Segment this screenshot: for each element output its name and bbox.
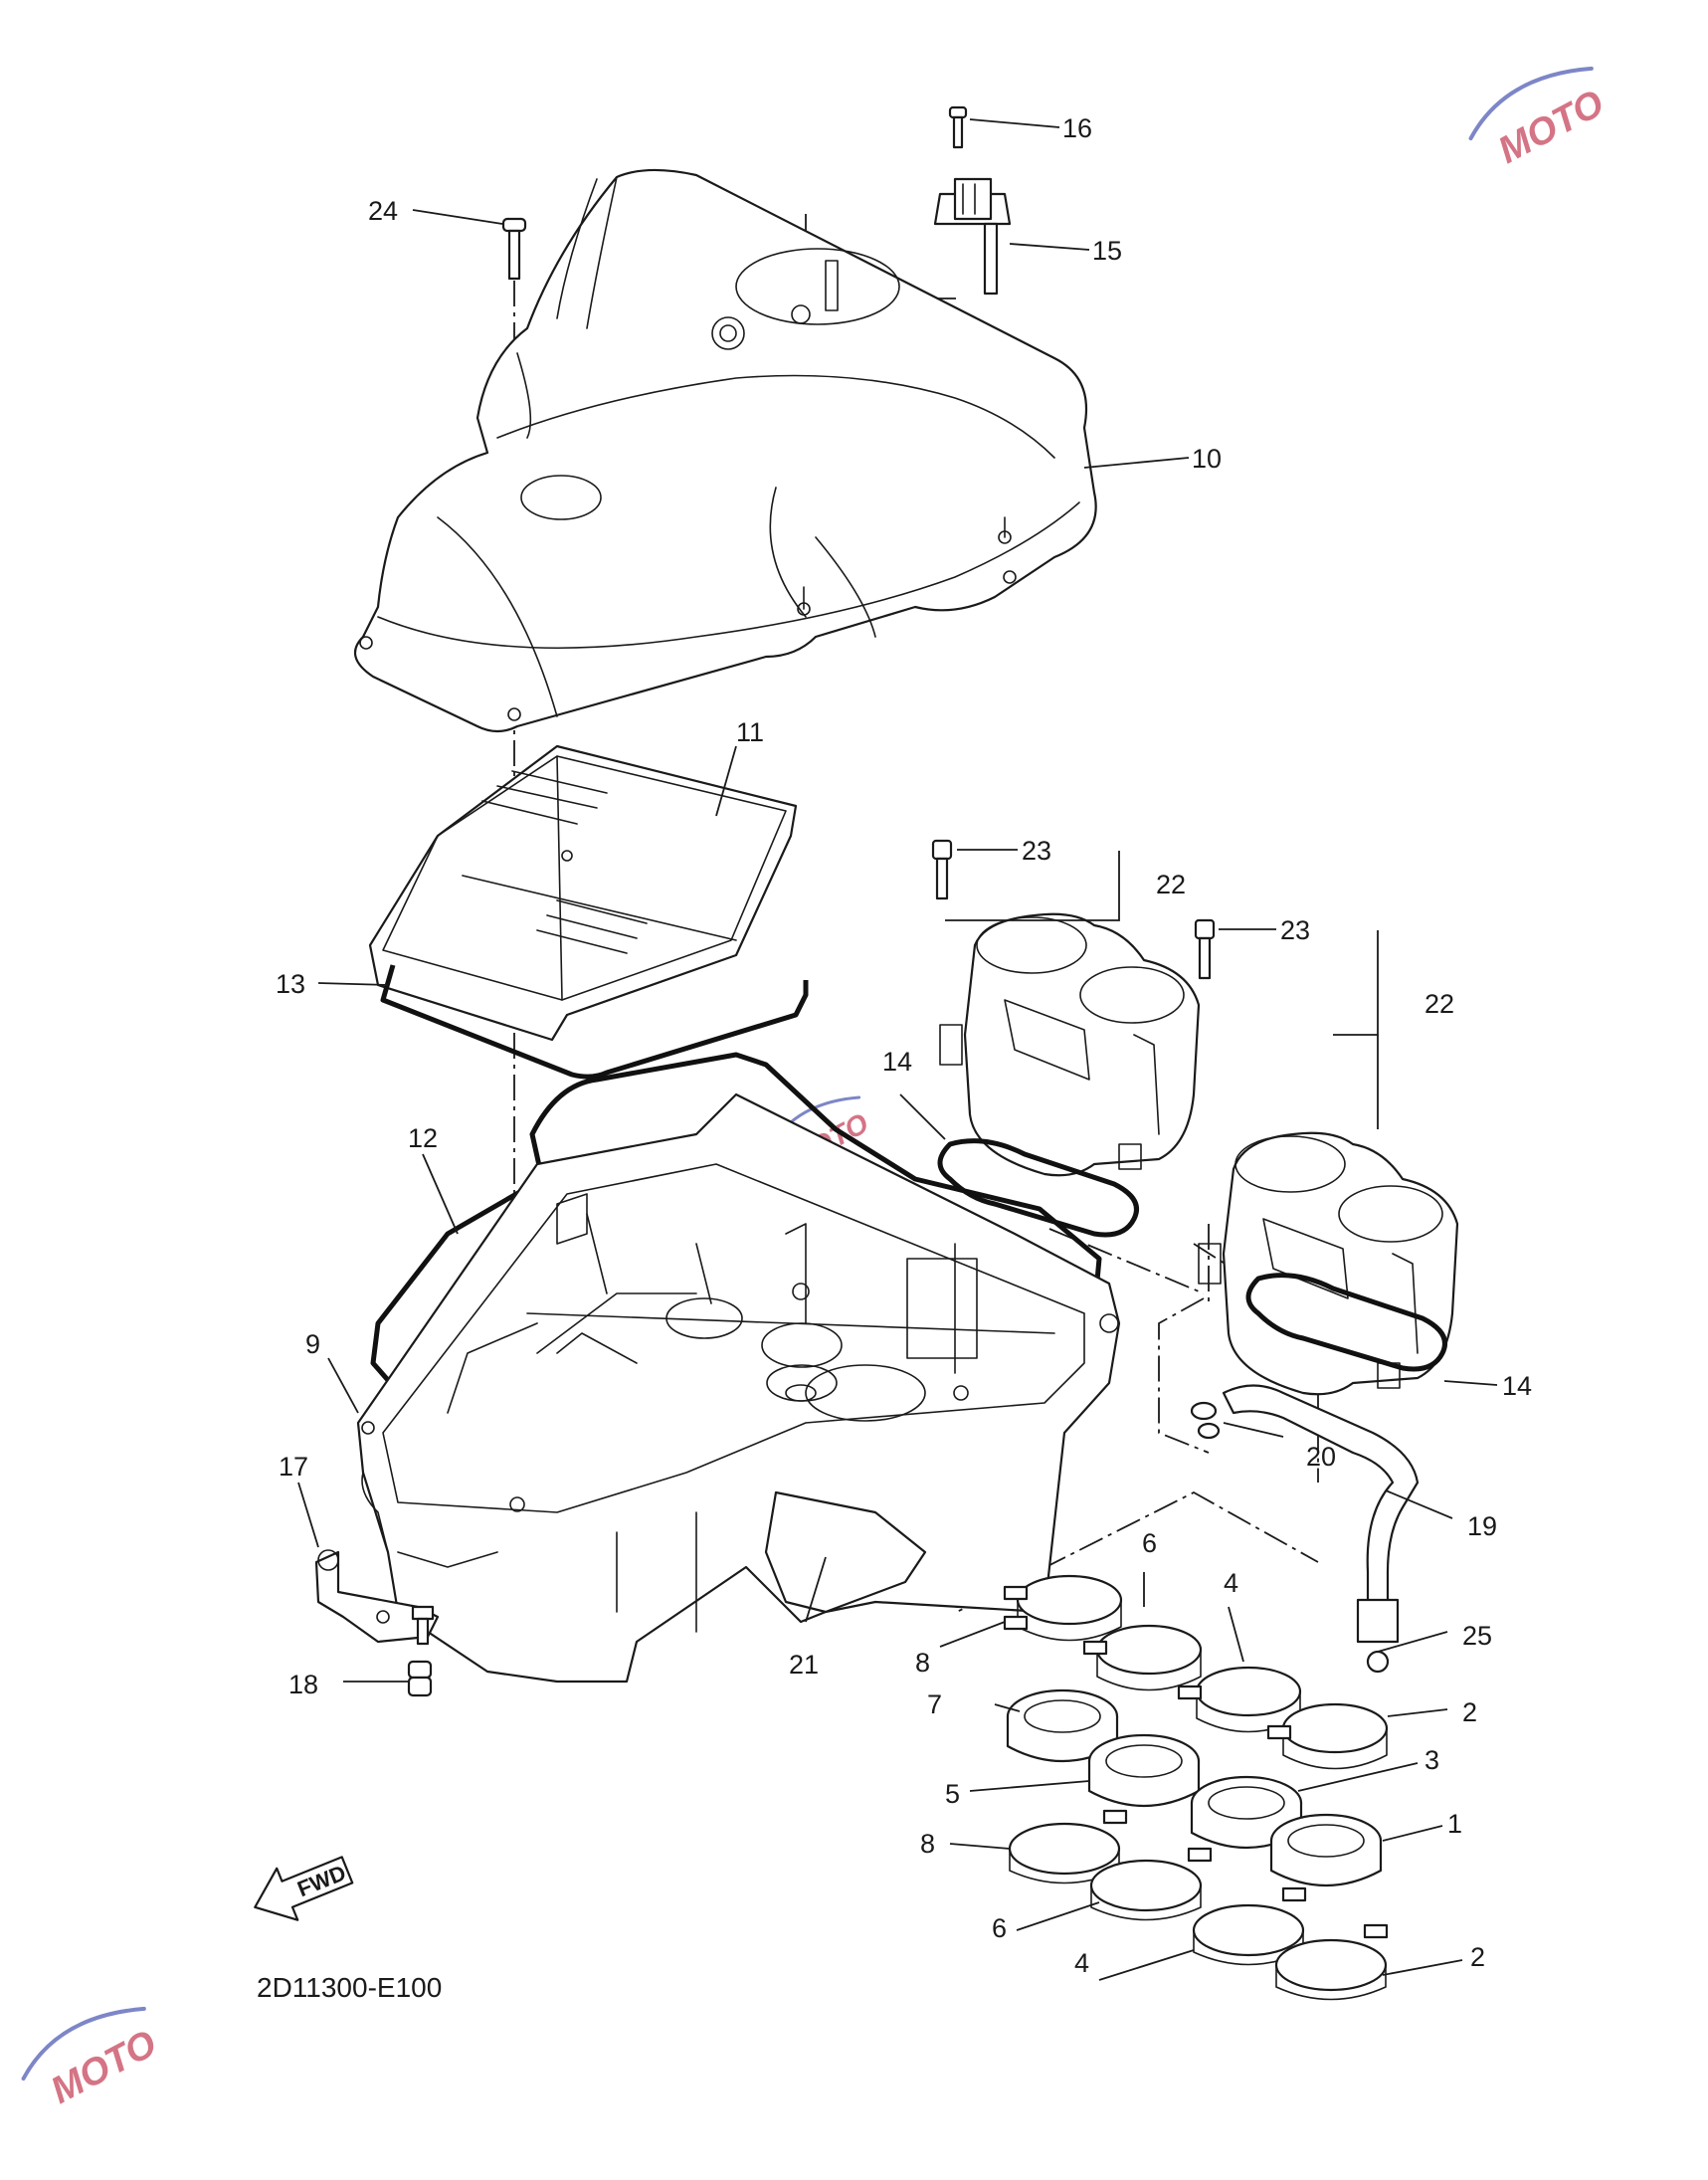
forward-direction-arrow: FWD	[254, 1856, 354, 1921]
breather-hose-end	[1356, 1598, 1400, 1644]
clamp-screws	[1003, 1585, 1389, 1939]
callout-25: 25	[1462, 1621, 1492, 1651]
callout-22-lower: 22	[1424, 989, 1454, 1019]
intake-joint-1	[1269, 1813, 1383, 1886]
intake-joint-7	[1006, 1688, 1119, 1762]
sensor-screw	[948, 105, 968, 149]
funnel-gasket-upper	[937, 1138, 1139, 1238]
nut	[407, 1660, 433, 1697]
air-cleaner-cover	[353, 168, 1097, 733]
funnel-gasket-lower	[1245, 1273, 1447, 1372]
air-filter-element	[368, 744, 798, 1042]
callout-15: 15	[1092, 236, 1122, 266]
watermark-bottom-left: MOTO	[21, 2006, 163, 2112]
callout-5: 5	[945, 1779, 960, 1809]
cover-screw	[501, 217, 527, 281]
intake-funnel-lower	[1198, 1131, 1459, 1396]
breather-hose	[1222, 1384, 1420, 1614]
callout-10: 10	[1192, 444, 1222, 474]
callout-23-lower: 23	[1280, 915, 1310, 945]
callout-12: 12	[408, 1123, 438, 1153]
callout-2-lower: 2	[1470, 1942, 1485, 1972]
case-base	[764, 1490, 927, 1614]
callout-18: 18	[288, 1670, 318, 1699]
callout-8-upper: 8	[915, 1648, 930, 1678]
intake-temperature-sensor	[933, 177, 1012, 296]
callout-6-upper: 6	[1142, 1528, 1157, 1558]
clamp-upper-2	[1281, 1702, 1389, 1770]
intake-joint-3	[1190, 1775, 1303, 1849]
callout-1: 1	[1447, 1809, 1462, 1839]
air-cleaner-case	[356, 1092, 1121, 1684]
clamp-lower-4	[1192, 1903, 1305, 1966]
hose-clip	[1190, 1401, 1221, 1440]
callout-8-lower: 8	[920, 1829, 935, 1859]
callout-4-upper: 4	[1224, 1568, 1238, 1598]
callout-labels: 16 15 24 10 11 23 22 23 22 13 14 12 14 9…	[276, 113, 1532, 1978]
callout-11: 11	[736, 717, 764, 747]
callout-16: 16	[1062, 113, 1092, 143]
intake-joint-5	[1087, 1733, 1201, 1807]
watermark-top-right: MOTO	[1468, 66, 1611, 172]
callout-13: 13	[276, 969, 305, 999]
leader-lines	[297, 118, 1498, 1981]
callout-20: 20	[1306, 1442, 1336, 1472]
diagram-code: 2D11300-E100	[257, 1972, 442, 2003]
filter-seal	[380, 964, 809, 1080]
funnel-bolt-upper	[931, 839, 953, 900]
clamp-lower-6	[1089, 1859, 1203, 1921]
callout-21: 21	[789, 1650, 819, 1680]
bracket	[314, 1549, 440, 1644]
callout-4-lower: 4	[1074, 1948, 1089, 1978]
funnel-bolt-lower	[1194, 918, 1216, 980]
hose-clamp-small	[1366, 1650, 1390, 1674]
callout-14-upper: 14	[882, 1047, 912, 1077]
callout-3: 3	[1424, 1745, 1439, 1775]
callout-22-upper: 22	[1156, 870, 1186, 899]
callout-23-upper: 23	[1022, 836, 1051, 866]
bracket-bolt	[411, 1605, 435, 1646]
callout-17: 17	[279, 1452, 308, 1482]
callout-14-lower: 14	[1502, 1371, 1532, 1401]
callout-19: 19	[1467, 1511, 1497, 1541]
clamp-upper-8	[1016, 1574, 1123, 1642]
intake-funnel-upper	[939, 912, 1201, 1177]
callout-24: 24	[368, 196, 398, 226]
callout-7: 7	[927, 1689, 942, 1719]
callout-2-upper: 2	[1462, 1697, 1477, 1727]
clamp-lower-2	[1274, 1938, 1388, 2001]
clamp-upper-6	[1095, 1624, 1203, 1691]
callout-6-lower: 6	[992, 1913, 1007, 1943]
callout-9: 9	[305, 1329, 320, 1359]
